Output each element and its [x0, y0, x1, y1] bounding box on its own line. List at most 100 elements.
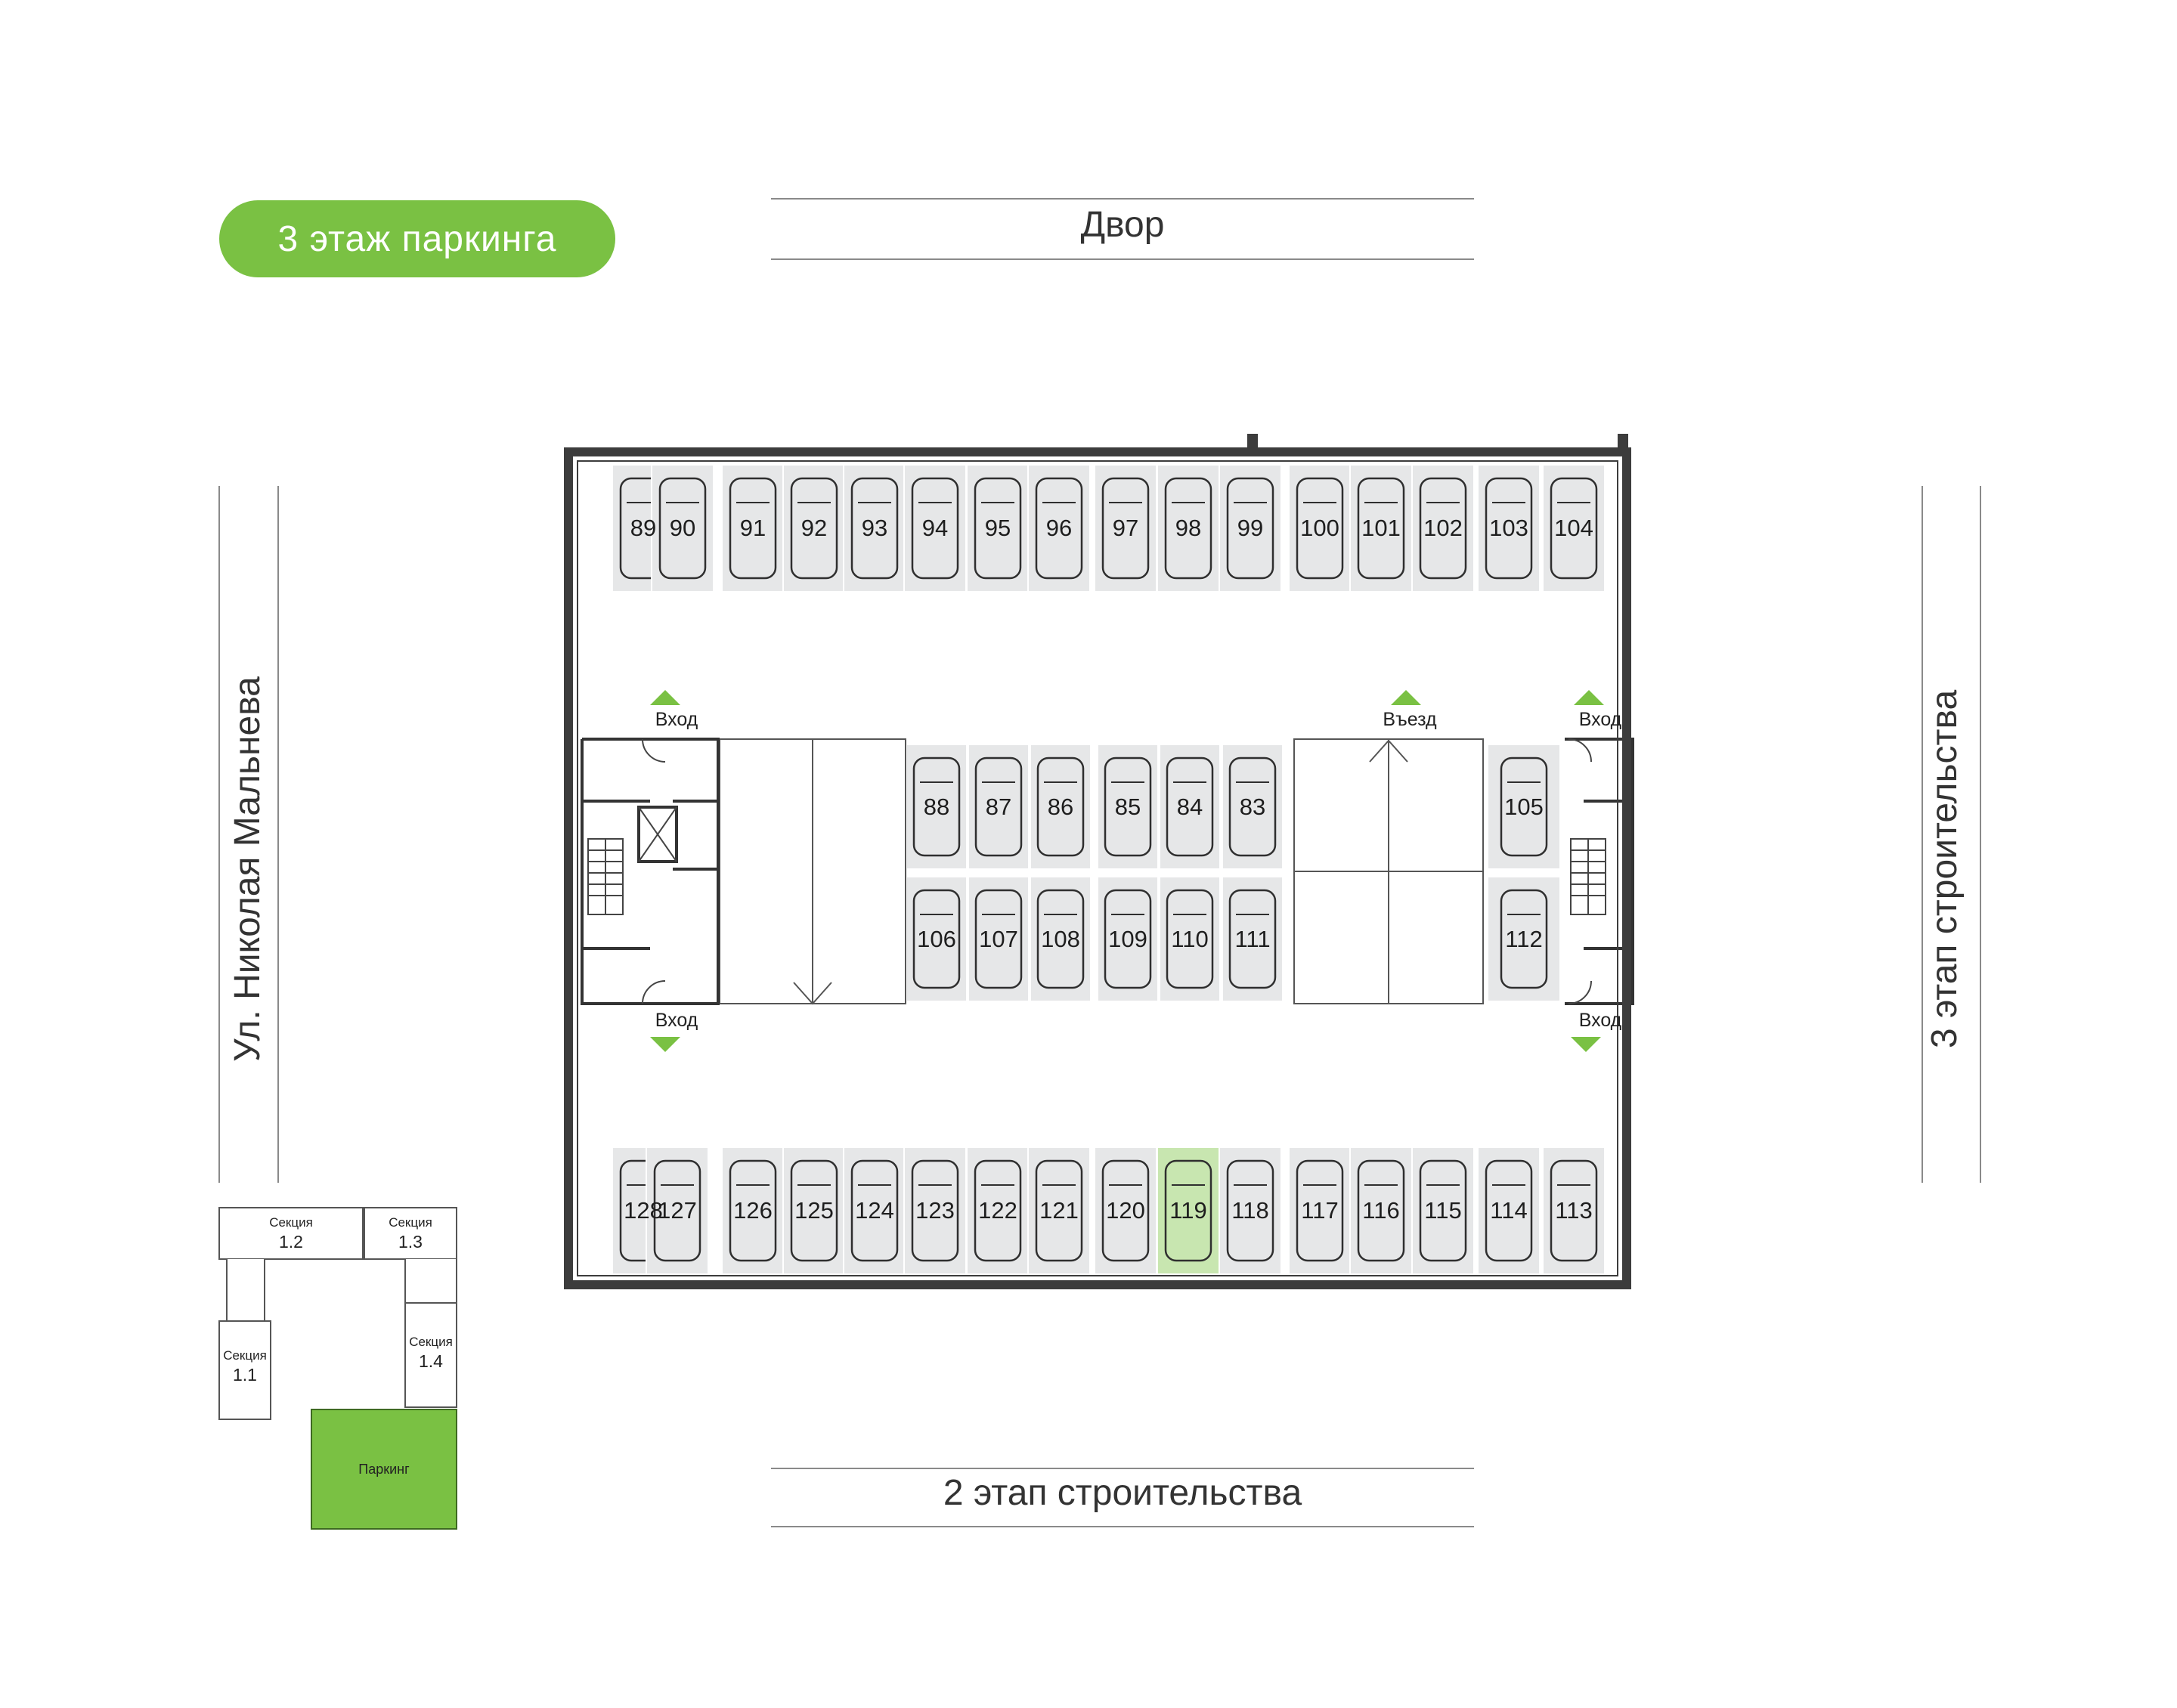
- car-icon: [1357, 1159, 1405, 1262]
- left-core: [581, 738, 720, 1005]
- parking-spot-110[interactable]: [1159, 876, 1221, 1002]
- parking-spot-95[interactable]: [966, 464, 1030, 593]
- parking-spot-101[interactable]: [1349, 464, 1413, 593]
- car-icon: [729, 477, 777, 580]
- parking-spot-92[interactable]: [782, 464, 846, 593]
- parking-spot-118[interactable]: [1219, 1146, 1282, 1275]
- parking-spot-111[interactable]: [1222, 876, 1284, 1002]
- parking-spot-100[interactable]: [1288, 464, 1352, 593]
- spot-number: 123: [915, 1197, 955, 1224]
- parking-spot-103[interactable]: [1477, 464, 1541, 593]
- parking-spot-120[interactable]: [1094, 1146, 1157, 1275]
- car-icon: [1164, 477, 1212, 580]
- car-icon: [658, 477, 707, 580]
- parking-spot-112[interactable]: [1487, 876, 1561, 1002]
- spot-number: 90: [669, 515, 696, 541]
- car-icon: [974, 757, 1023, 857]
- door-arc-1: [642, 738, 666, 763]
- spot-number: 124: [855, 1197, 894, 1224]
- car-icon: [1485, 1159, 1533, 1262]
- parking-spot-105[interactable]: [1487, 744, 1561, 870]
- mini-connector: [226, 1259, 265, 1322]
- floor-badge: 3 этаж паркинга: [219, 200, 615, 277]
- car-icon: [1419, 477, 1467, 580]
- mini-section-1-3: [364, 1207, 457, 1260]
- parking-spot-87[interactable]: [968, 744, 1030, 870]
- parking-spot-121[interactable]: [1027, 1146, 1091, 1275]
- parking-spot-127[interactable]: [646, 1146, 709, 1275]
- car-icon: [1036, 889, 1085, 989]
- parking-spot-91[interactable]: [721, 464, 785, 593]
- parking-spot-93[interactable]: [843, 464, 906, 593]
- parking-spot-83[interactable]: [1222, 744, 1284, 870]
- car-icon: [653, 1159, 701, 1262]
- driveway-label: Въезд: [1383, 709, 1437, 730]
- wall-stub: [1247, 434, 1258, 456]
- car-icon: [1166, 757, 1214, 857]
- car-icon: [974, 477, 1022, 580]
- entrance-label-right-top: Вход: [1578, 709, 1622, 730]
- car-icon: [911, 1159, 959, 1262]
- spot-number: 127: [658, 1197, 697, 1224]
- car-icon: [1104, 889, 1152, 989]
- car-icon: [974, 1159, 1022, 1262]
- entrance-label-left-top: Вход: [655, 709, 698, 730]
- spot-number: 84: [1176, 793, 1203, 820]
- mini-section-1-1: [218, 1320, 271, 1420]
- parking-spot-98[interactable]: [1157, 464, 1220, 593]
- parking-spot-116[interactable]: [1349, 1146, 1413, 1275]
- spot-number: 122: [978, 1197, 1017, 1224]
- spot-number: 117: [1301, 1197, 1339, 1224]
- parking-spot-90[interactable]: [651, 464, 714, 593]
- mini-section-number: 1.2: [279, 1232, 303, 1252]
- spot-number: 108: [1041, 925, 1080, 952]
- parking-spot-104[interactable]: [1542, 464, 1606, 593]
- spot-number: 95: [984, 515, 1011, 541]
- spot-number: 94: [921, 515, 949, 541]
- car-icon: [1500, 889, 1548, 989]
- mini-label-1-1: Секция 1.1: [219, 1348, 271, 1386]
- spot-number: 88: [923, 793, 950, 820]
- mini-map: [218, 1207, 457, 1530]
- spot-number: 109: [1108, 925, 1147, 952]
- parking-spot-84[interactable]: [1159, 744, 1221, 870]
- parking-spot-107[interactable]: [968, 876, 1030, 1002]
- arrow-up-icon: [1574, 690, 1604, 705]
- parking-spot-115[interactable]: [1411, 1146, 1475, 1275]
- mini-section-1-2: [218, 1207, 364, 1260]
- spot-number: 91: [739, 515, 766, 541]
- parking-spot-125[interactable]: [782, 1146, 846, 1275]
- parking-spot-117[interactable]: [1288, 1146, 1352, 1275]
- car-icon: [912, 757, 961, 857]
- parking-spot-85[interactable]: [1097, 744, 1159, 870]
- spot-number: 103: [1489, 515, 1528, 541]
- parking-spot-124[interactable]: [843, 1146, 906, 1275]
- car-icon: [850, 1159, 899, 1262]
- car-icon: [1228, 889, 1277, 989]
- building-outline: [564, 447, 1631, 1289]
- mini-section-word: Секция: [389, 1215, 432, 1230]
- parking-spot-102[interactable]: [1411, 464, 1475, 593]
- mini-section-number: 1.1: [233, 1365, 257, 1385]
- car-icon: [912, 889, 961, 989]
- mini-section-number: 1.4: [419, 1351, 443, 1371]
- parking-spot-113[interactable]: [1542, 1146, 1606, 1275]
- parking-spot-86[interactable]: [1030, 744, 1092, 870]
- outer-walls: [564, 447, 1631, 1289]
- parking-spot-96[interactable]: [1027, 464, 1091, 593]
- spot-number: 101: [1361, 515, 1401, 541]
- car-icon: [1296, 477, 1344, 580]
- door-arc-3: [1568, 738, 1592, 763]
- car-icon: [790, 477, 838, 580]
- parking-spot-119[interactable]: [1157, 1146, 1220, 1275]
- parking-spot-114[interactable]: [1477, 1146, 1541, 1275]
- arrow-up-icon: [1391, 690, 1421, 705]
- parking-spot-99[interactable]: [1219, 464, 1282, 593]
- parking-spot-108[interactable]: [1030, 876, 1092, 1002]
- parking-spot-109[interactable]: [1097, 876, 1159, 1002]
- parking-spot-123[interactable]: [903, 1146, 967, 1275]
- street-label-top: Двор: [1080, 205, 1165, 245]
- spot-number: 106: [917, 925, 956, 952]
- arrow-down-icon: [650, 1037, 680, 1052]
